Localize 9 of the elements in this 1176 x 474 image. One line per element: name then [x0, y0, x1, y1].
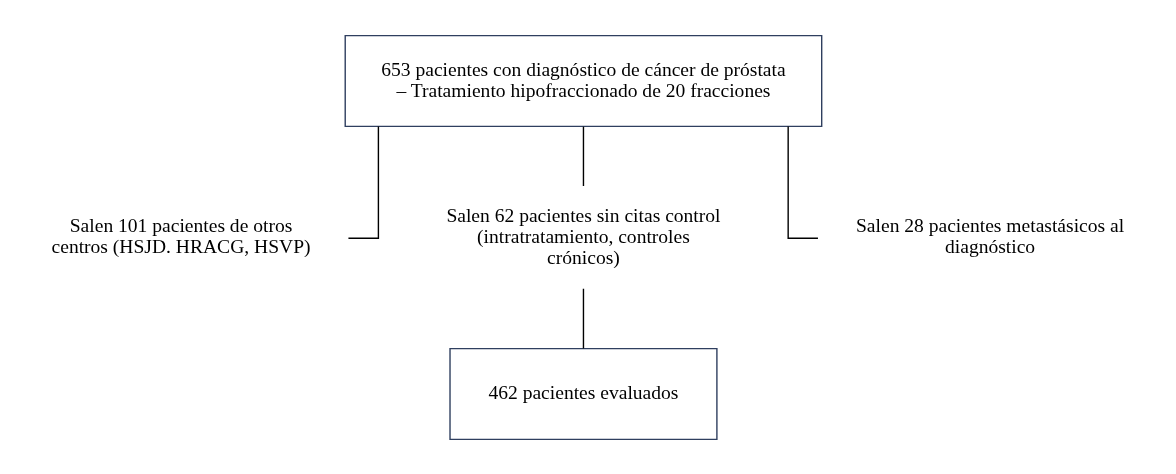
node-text: Salen 28 pacientes metastásicos al diagnóstico [856, 214, 1125, 257]
connector [347, 125, 380, 239]
node-text: Salen 62 pacientes sin citas control (intratratamiento, controles crónicos) [446, 204, 721, 268]
node-box: 462 pacientes evaluados [449, 347, 718, 440]
connector [582, 287, 585, 349]
node-text: Salen 101 pacientes de otros centros (HSJD. HRACG, HSVP) [51, 214, 311, 257]
connector [787, 125, 819, 239]
connector [582, 125, 585, 187]
node-box: 653 pacientes con diagnóstico de cáncer de próstata – Tratamiento hipofraccionado de 20 fracciones [344, 34, 823, 127]
